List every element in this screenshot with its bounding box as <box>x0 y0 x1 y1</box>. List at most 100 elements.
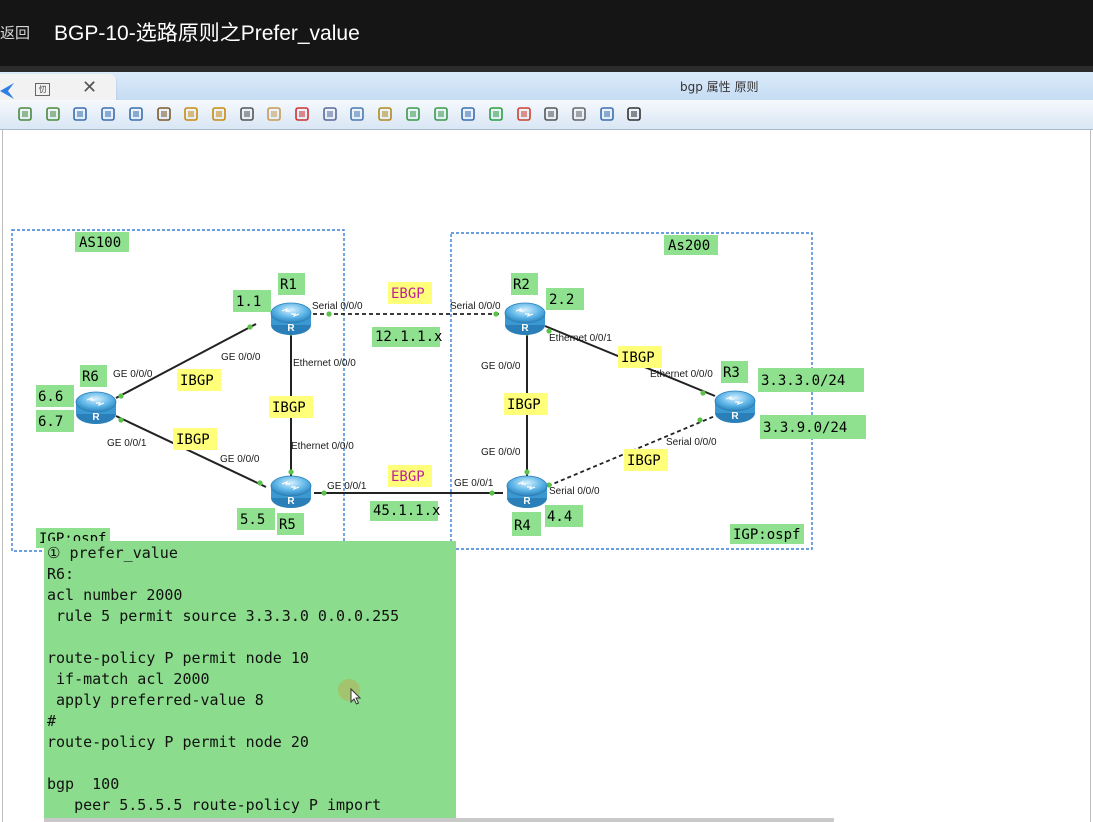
r5-name: R5 <box>279 517 296 533</box>
if-r1-ge: GE 0/0/0 <box>221 352 261 363</box>
ibgp-label-r6-r1: IBGP <box>180 373 214 389</box>
redo-icon[interactable] <box>210 105 228 123</box>
config-line: R6: <box>47 565 75 583</box>
window-titlebar: bgp 属性 原则 <box>0 72 1093 100</box>
router-r3-icon <box>714 390 756 424</box>
if-r5-ge0: GE 0/0/0 <box>220 454 260 465</box>
if-r3-eth: Ethernet 0/0/0 <box>650 369 713 380</box>
canvas-border <box>1090 130 1091 822</box>
save-icon[interactable] <box>99 105 117 123</box>
new-icon[interactable] <box>16 105 34 123</box>
window-mode-icon[interactable]: 忉 <box>35 83 50 96</box>
router-r4-icon <box>506 475 548 509</box>
r3-name: R3 <box>723 365 740 381</box>
config-line: bgp 100 <box>47 775 120 793</box>
text-icon[interactable] <box>348 105 366 123</box>
r6-id-2: 6.7 <box>38 414 63 430</box>
r6-name: R6 <box>82 369 99 385</box>
router-r6-icon <box>75 391 117 425</box>
as100-box <box>11 229 345 552</box>
if-r4-ge0: GE 0/0/0 <box>481 447 521 458</box>
app-logo-icon <box>0 82 16 104</box>
page-header: 返回 BGP-10-选路原则之Prefer_value <box>0 0 1093 66</box>
delete-connection-icon[interactable] <box>321 105 339 123</box>
back-button[interactable]: 返回 <box>0 24 31 42</box>
r5-id: 5.5 <box>240 512 265 528</box>
ibgp-label-r2-r4: IBGP <box>507 397 541 413</box>
close-icon[interactable]: ✕ <box>82 77 98 98</box>
config-line: route-policy P permit node 20 <box>47 733 309 751</box>
zoom-out-icon[interactable] <box>432 105 450 123</box>
ibgp-label-r1-r5: IBGP <box>272 400 306 416</box>
r3-network-1: 3.3.3.0/24 <box>761 373 845 389</box>
if-r3-serial: Serial 0/0/0 <box>666 437 717 448</box>
palette-icon[interactable] <box>598 105 616 123</box>
r3-network-2: 3.3.9.0/24 <box>763 420 847 436</box>
config-line: if-match acl 2000 <box>47 670 210 688</box>
canvas-border <box>2 130 3 822</box>
r1-name: R1 <box>280 277 297 293</box>
subnet-45: 45.1.1.x <box>373 503 440 519</box>
capture-icon[interactable] <box>542 105 560 123</box>
ibgp-label-r4-r3: IBGP <box>627 453 661 469</box>
select-icon[interactable] <box>238 105 256 123</box>
r4-id: 4.4 <box>547 509 572 525</box>
if-r2-serial: Serial 0/0/0 <box>450 301 501 312</box>
ibgp-label-r2-r3: IBGP <box>621 350 655 366</box>
link-r4-r3 <box>547 415 716 487</box>
delete-icon[interactable] <box>293 105 311 123</box>
config-line: route-policy P permit node 10 <box>47 649 309 667</box>
if-r2-eth: Ethernet 0/0/1 <box>549 333 612 344</box>
header-divider <box>0 66 1093 72</box>
topology-diagram: R <box>11 229 866 552</box>
if-r1-eth: Ethernet 0/0/0 <box>293 358 356 369</box>
r4-name: R4 <box>514 518 531 534</box>
if-r2-ge0: GE 0/0/0 <box>481 361 521 372</box>
open-icon[interactable] <box>71 105 89 123</box>
horizontal-scrollbar[interactable] <box>44 818 834 822</box>
ibgp-label-r6-r5: IBGP <box>176 432 210 448</box>
if-r6-ge1: GE 0/0/1 <box>107 438 147 449</box>
r6-id-1: 6.6 <box>38 389 63 405</box>
r1-id: 1.1 <box>236 294 261 310</box>
shape-icon[interactable] <box>376 105 394 123</box>
router-r2-icon <box>504 302 546 336</box>
pan-hand-icon[interactable] <box>265 105 283 123</box>
as200-label: As200 <box>668 238 710 254</box>
toolbar <box>0 100 1093 130</box>
subnet-12: 12.1.1.x <box>375 329 442 345</box>
print-icon[interactable] <box>155 105 173 123</box>
page-title: BGP-10-选路原则之Prefer_value <box>54 22 360 45</box>
config-line: peer 5.5.5.5 route-policy P import <box>47 796 382 814</box>
start-all-icon[interactable] <box>487 105 505 123</box>
fit-icon[interactable] <box>459 105 477 123</box>
config-line <box>47 753 456 774</box>
mouse-pointer-icon <box>350 688 362 705</box>
stop-all-icon[interactable] <box>515 105 533 123</box>
if-r4-ge1: GE 0/0/1 <box>454 478 494 489</box>
if-r5-ge1: GE 0/0/1 <box>327 481 367 492</box>
r2-id: 2.2 <box>549 292 574 308</box>
cli-icon[interactable] <box>625 105 643 123</box>
new-topology-icon[interactable] <box>44 105 62 123</box>
if-r4-serial: Serial 0/0/0 <box>549 486 600 497</box>
settings-icon[interactable] <box>570 105 588 123</box>
config-line: # <box>47 712 57 730</box>
as200-box <box>450 232 813 550</box>
config-line: rule 5 permit source 3.3.3.0 0.0.0.255 <box>47 607 400 625</box>
as200-igp-label: IGP:ospf <box>733 527 800 543</box>
topology-canvas[interactable]: R <box>0 130 1093 822</box>
r2-name: R2 <box>513 277 530 293</box>
undo-icon[interactable] <box>182 105 200 123</box>
config-line: acl number 2000 <box>47 586 183 604</box>
ebgp-label-top: EBGP <box>391 286 425 302</box>
link-r6-r1 <box>115 323 257 399</box>
window-title: bgp 属性 原则 <box>680 80 759 94</box>
router-r1-icon <box>270 302 312 336</box>
if-r6-ge0: GE 0/0/0 <box>113 369 153 380</box>
link-r6-r5 <box>115 415 267 488</box>
zoom-in-icon[interactable] <box>404 105 422 123</box>
save-as-icon[interactable] <box>127 105 145 123</box>
